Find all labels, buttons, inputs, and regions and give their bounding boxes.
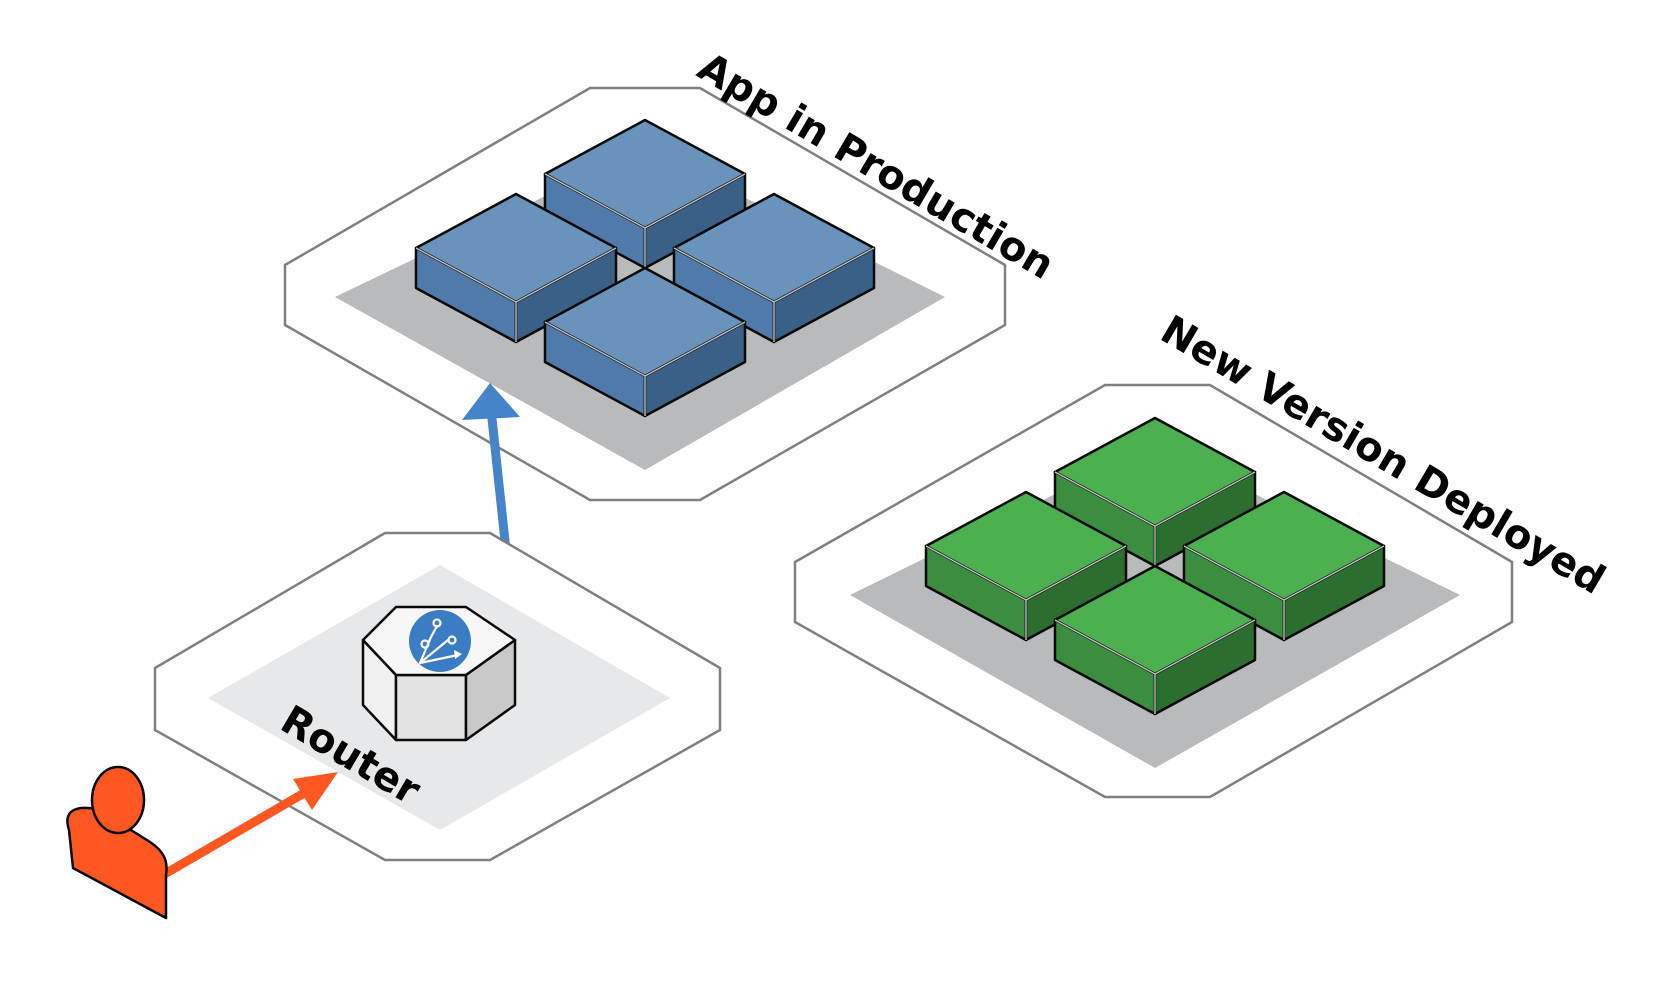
new-version-box-1 (1053, 416, 1257, 568)
new-version-box-4-crease (1054, 619, 1256, 714)
user-icon (66, 765, 168, 920)
router-fanout-icon (409, 610, 471, 672)
production-box-3-crease (673, 247, 875, 342)
new-version-boxes (924, 416, 1386, 716)
production-box-1 (543, 118, 747, 270)
production-zone: App in Production (283, 44, 1062, 502)
new-version-box-3-crease (1183, 545, 1385, 640)
router-device (361, 605, 517, 742)
production-box-4-crease (544, 321, 746, 416)
traffic-arrow-to-production-head (462, 383, 520, 420)
production-box-2-crease (415, 247, 617, 342)
new-version-box-4 (1053, 564, 1257, 716)
traffic-arrow-to-router-head (293, 772, 338, 810)
new-version-box-2 (924, 490, 1128, 642)
new-version-box-3 (1182, 490, 1386, 642)
traffic-arrow-to-router-shaft (158, 780, 323, 880)
production-box-2 (414, 192, 618, 344)
new-version-zone: New Version Deployed (793, 307, 1613, 799)
production-box-1-crease (544, 173, 746, 268)
router-zone: Router (153, 531, 722, 862)
production-box-4 (543, 266, 747, 418)
production-box-3 (672, 192, 876, 344)
production-boxes (414, 118, 876, 418)
traffic-arrow-to-router (158, 772, 338, 880)
new-version-box-2-crease (925, 545, 1127, 640)
router-device-side-front (394, 673, 468, 742)
new-version-box-1-crease (1054, 471, 1256, 566)
